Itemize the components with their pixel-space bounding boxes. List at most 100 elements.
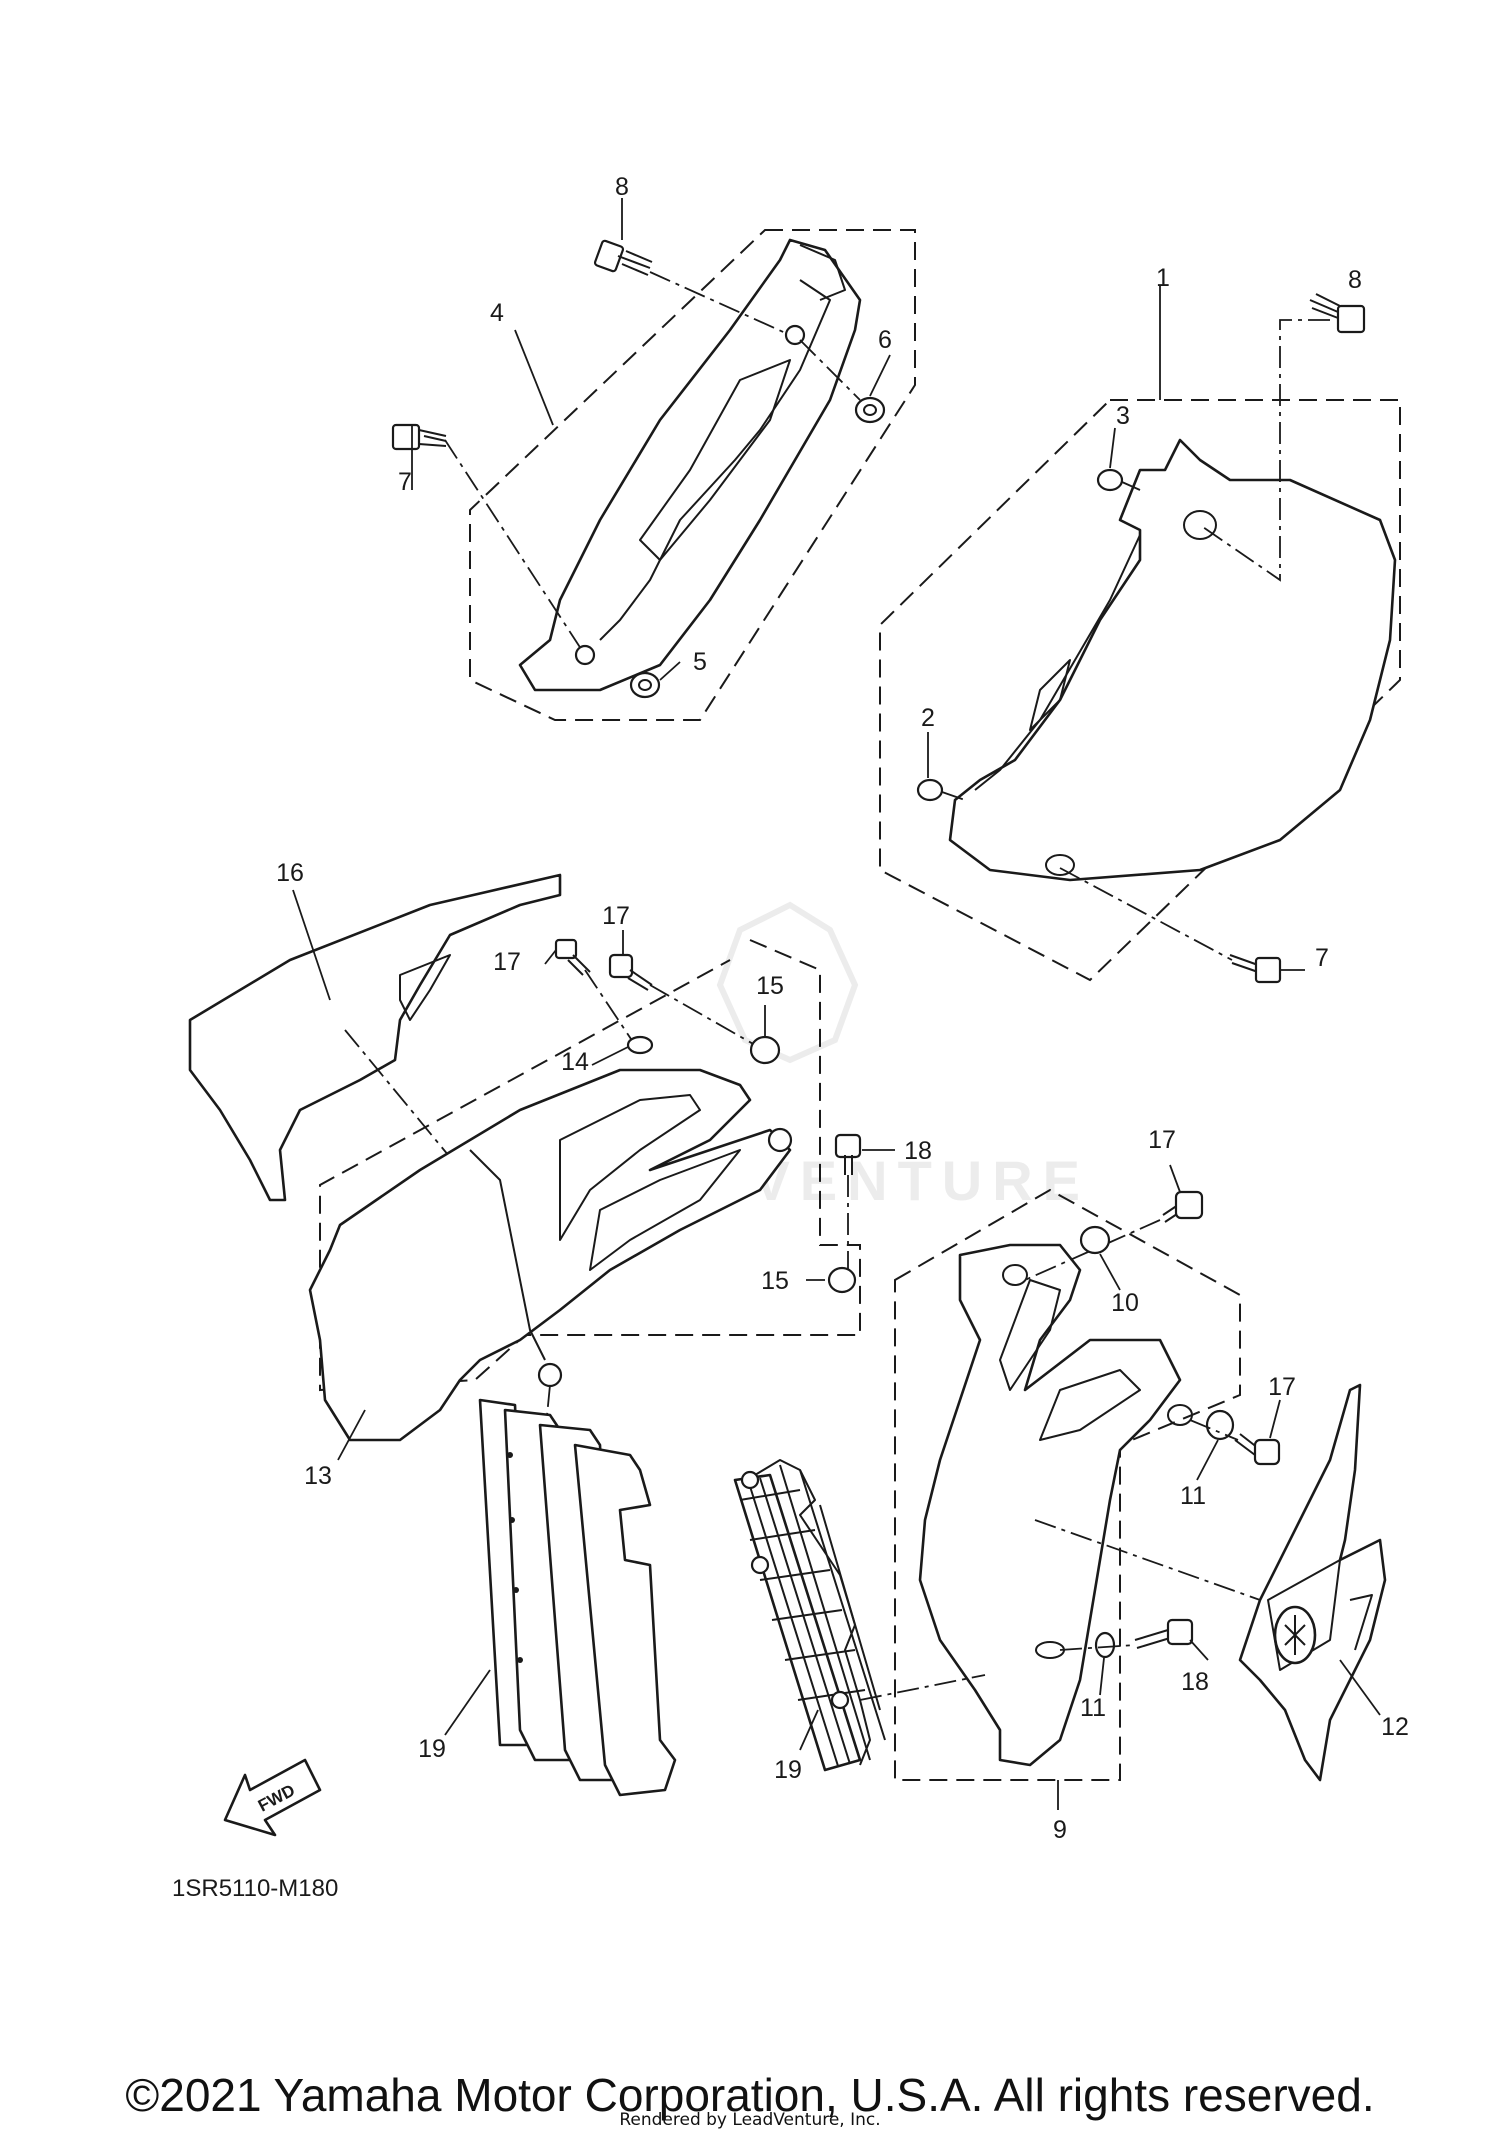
axis-bolt-8-right bbox=[1199, 319, 1330, 582]
grommet-15-b bbox=[827, 1266, 857, 1294]
rendered-by-credit: Rendered by LeadVenture, Inc. bbox=[619, 2110, 881, 2130]
axis-washer-6 bbox=[799, 339, 861, 401]
decal-16-cutout bbox=[399, 954, 451, 1021]
callout-7-right: 7 bbox=[1315, 944, 1329, 972]
callout-4: 4 bbox=[490, 299, 504, 327]
radiator-cover-9-cutout-2 bbox=[1039, 1369, 1141, 1441]
radiator-cover-9-hole-right bbox=[1167, 1404, 1193, 1426]
callout-19-left: 19 bbox=[418, 1735, 446, 1763]
radiator-cover-13 bbox=[308, 1068, 792, 1442]
callout-7-left: 7 bbox=[398, 468, 412, 496]
axis-grommet-2 bbox=[941, 791, 966, 801]
diagram-code: 1SR5110-M180 bbox=[172, 1875, 338, 1902]
leader-lines bbox=[292, 198, 1381, 1810]
callout-6: 6 bbox=[878, 326, 892, 354]
callout-17-c: 17 bbox=[1148, 1126, 1176, 1154]
part-13-group bbox=[308, 938, 862, 1591]
grommet-6-seat bbox=[784, 324, 806, 346]
callout-18-right: 18 bbox=[1181, 1668, 1209, 1696]
callouts: 8 4 6 7 5 8 1 3 2 7 16 17 17 15 14 18 17… bbox=[276, 173, 1409, 1844]
callout-17-a: 17 bbox=[602, 902, 630, 930]
side-cover-1-rib bbox=[1029, 659, 1071, 731]
radiator-guard-19-left bbox=[478, 1398, 677, 1797]
part-1-group bbox=[879, 293, 1401, 984]
part-9-group bbox=[894, 1188, 1281, 1781]
bolt-17-c bbox=[1162, 1190, 1204, 1223]
callout-5: 5 bbox=[693, 648, 707, 676]
axis-decal-12 bbox=[1034, 1519, 1261, 1601]
bolt-18-middle bbox=[834, 1133, 862, 1175]
bolt-17-d bbox=[1234, 1433, 1281, 1466]
radiator-cover-9 bbox=[918, 1243, 1182, 1767]
side-cover-1 bbox=[948, 438, 1397, 882]
axis-grommet-3 bbox=[1121, 481, 1141, 491]
axis-bolt-17-c bbox=[1024, 1219, 1161, 1281]
axis-bolt-17-b bbox=[649, 984, 756, 1046]
callout-2: 2 bbox=[921, 704, 935, 732]
part-4-group-boundary bbox=[469, 229, 916, 721]
bolt-7-left bbox=[391, 423, 447, 451]
callout-11-bottom: 11 bbox=[1080, 1694, 1106, 1722]
bolt-8-right bbox=[1309, 293, 1366, 334]
decal-12-stripe bbox=[1349, 1594, 1373, 1651]
decal-12 bbox=[1238, 1383, 1387, 1782]
decal-16 bbox=[188, 873, 562, 1202]
side-cover-1-edge bbox=[974, 534, 1141, 791]
radiator-guard-19-middle bbox=[733, 1459, 886, 1772]
axis-bolt-18-right bbox=[1059, 1644, 1136, 1651]
fwd-arrow: FWD bbox=[223, 1758, 322, 1837]
callout-9: 9 bbox=[1053, 1816, 1067, 1844]
bracket-4-cutout bbox=[639, 359, 791, 561]
callout-3: 3 bbox=[1116, 402, 1130, 430]
callout-8-right: 8 bbox=[1348, 266, 1362, 294]
radiator-cover-9-cutout bbox=[999, 1279, 1061, 1391]
collar-10 bbox=[1079, 1225, 1111, 1255]
washer-6 bbox=[854, 396, 886, 424]
bolt-17-b bbox=[608, 953, 653, 991]
washer-5 bbox=[629, 671, 661, 699]
part-9-group-boundary bbox=[894, 1188, 1241, 1781]
radiator-cover-13-cutout bbox=[559, 1094, 701, 1241]
axis-bolt-8-top bbox=[649, 271, 791, 336]
callout-11-top: 11 bbox=[1180, 1482, 1206, 1510]
bolt-18-right bbox=[1134, 1618, 1194, 1649]
callout-17-d: 17 bbox=[1268, 1373, 1296, 1401]
callout-16: 16 bbox=[276, 859, 304, 887]
side-cover-1-hole-top bbox=[1183, 510, 1217, 540]
callout-13: 13 bbox=[304, 1462, 332, 1490]
radiator-cover-13-cutout-2 bbox=[589, 1149, 741, 1271]
tuning-fork-mark bbox=[1284, 1615, 1306, 1655]
side-cover-bracket-4 bbox=[518, 238, 862, 692]
radiator-cover-9-hole-top bbox=[1002, 1264, 1028, 1286]
copyright-notice: ©2021 Yamaha Motor Corporation, U.S.A. A… bbox=[125, 2069, 1375, 2121]
grommet-3 bbox=[1096, 468, 1124, 492]
side-cover-1-hole-bottom bbox=[1045, 854, 1075, 876]
part-4-group bbox=[391, 229, 916, 721]
bracket-4-inner-rib bbox=[599, 279, 831, 641]
washer-6-hole bbox=[863, 404, 877, 416]
callout-15-top: 15 bbox=[756, 972, 784, 1000]
bolt-8-top bbox=[593, 239, 653, 276]
bolt-17-a bbox=[554, 938, 591, 976]
collar-11-b bbox=[1094, 1631, 1116, 1659]
radiator-cover-13-rib bbox=[469, 1149, 546, 1361]
collar-11-a bbox=[1205, 1409, 1235, 1441]
grommet-2 bbox=[916, 778, 944, 802]
axis-bolt-17-d bbox=[1189, 1419, 1239, 1441]
axis-guard-19-middle bbox=[859, 1674, 986, 1701]
bolt-7-right bbox=[1229, 954, 1282, 984]
callout-17-b: 17 bbox=[493, 948, 521, 976]
callout-1: 1 bbox=[1156, 264, 1170, 292]
grommet-5-seat bbox=[574, 644, 596, 666]
callout-8-top: 8 bbox=[615, 173, 629, 201]
axis-bolt-7-left bbox=[444, 439, 586, 656]
radiator-cover-13-boss bbox=[537, 1362, 563, 1388]
callout-10: 10 bbox=[1111, 1289, 1139, 1317]
axis-decal-16 bbox=[344, 1029, 511, 1231]
callout-14: 14 bbox=[561, 1048, 589, 1076]
callout-12: 12 bbox=[1381, 1713, 1409, 1741]
grommet-15-a bbox=[749, 1035, 781, 1065]
axis-bolt-17-a bbox=[584, 969, 636, 1046]
part-1-group-boundary bbox=[879, 399, 1401, 982]
